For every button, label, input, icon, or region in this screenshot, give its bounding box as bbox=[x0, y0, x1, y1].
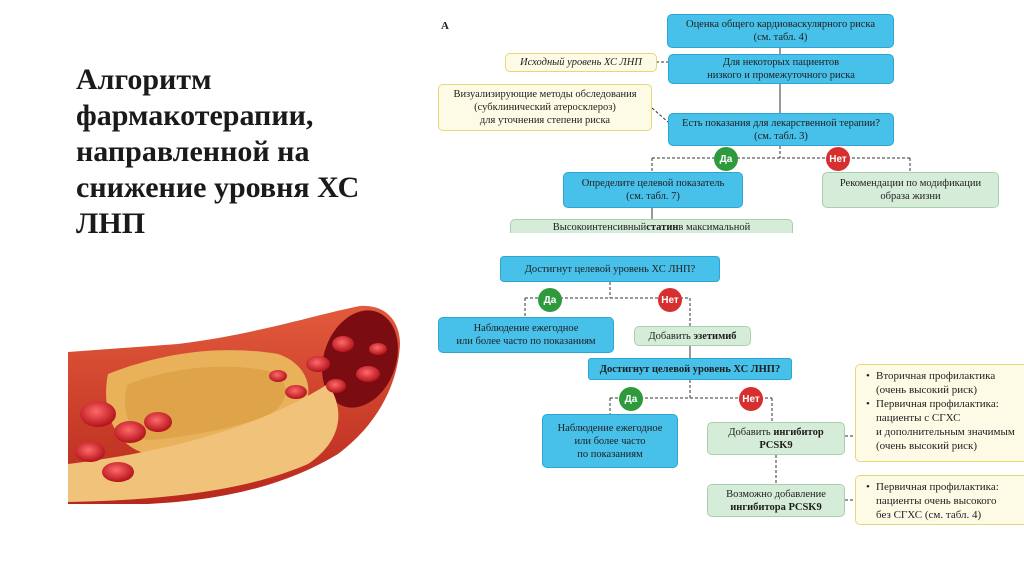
box-observe-2: Наблюдение ежегодное или более часто по … bbox=[542, 414, 678, 468]
figure-label: А bbox=[441, 20, 449, 32]
add-pcsk9-text-pre: Добавить bbox=[728, 426, 774, 438]
box-target-reached-2: Достигнут целевой уровень ХС ЛНП? bbox=[588, 358, 792, 380]
badge-no-2: Нет bbox=[658, 288, 682, 312]
box-some-patients: Для некоторых пациентов низкого и промеж… bbox=[668, 54, 894, 84]
add-ezetimibe-text-bold: эзетимиб bbox=[693, 330, 737, 342]
badge-no-3: Нет bbox=[739, 387, 763, 411]
note-primary-prevention: Первичная профилактика: пациенты очень в… bbox=[855, 475, 1024, 525]
box-add-ezetimibe: Добавить эзетимиб bbox=[634, 326, 751, 346]
box-possible-pcsk9: Возможно добавление ингибитора PCSK9 bbox=[707, 484, 845, 517]
possible-pcsk9-text-pre: Возможно добавление bbox=[726, 488, 826, 500]
add-pcsk9-text-bold: ингибитор PCSK9 bbox=[759, 426, 824, 451]
high-statin-text-bold: статин bbox=[646, 222, 679, 233]
slide-title: Алгоритм фармакотерапии, направленной на… bbox=[76, 63, 360, 240]
artery-illustration bbox=[68, 304, 400, 504]
box-lifestyle: Рекомендации по модификации образа жизни bbox=[822, 172, 999, 208]
box-define-target: Определите целевой показатель (см. табл.… bbox=[563, 172, 743, 208]
blood-cells bbox=[75, 336, 387, 482]
note1-item-1: Первичная профилактика: пациенты с СГХС … bbox=[866, 397, 1018, 453]
badge-no-1: Нет bbox=[826, 147, 850, 171]
box-target-reached-1: Достигнут целевой уровень ХС ЛНП? bbox=[500, 256, 720, 282]
add-ezetimibe-text-pre: Добавить bbox=[648, 330, 694, 342]
high-statin-text-post: в максимальной bbox=[678, 222, 751, 233]
note1-item-0: Вторичная профилактика (очень высокий ри… bbox=[866, 369, 1018, 397]
box-high-statin: Высокоинтенсивный статин в максимальной bbox=[510, 219, 793, 233]
note2-item-0: Первичная профилактика: пациенты очень в… bbox=[866, 480, 1018, 522]
box-drug-indications: Есть показания для лекарственной терапии… bbox=[668, 113, 894, 146]
box-add-pcsk9: Добавить ингибитор PCSK9 bbox=[707, 422, 845, 455]
box-baseline-ldl: Исходный уровень ХС ЛНП bbox=[505, 53, 657, 72]
box-imaging: Визуализирующие методы обследования (суб… bbox=[438, 84, 652, 131]
high-statin-text-pre: Высокоинтенсивный bbox=[552, 222, 647, 233]
badge-yes-1: Да bbox=[714, 147, 738, 171]
box-observe-1: Наблюдение ежегодное или более часто по … bbox=[438, 317, 614, 353]
possible-pcsk9-text-bold: ингибитора PCSK9 bbox=[730, 501, 822, 513]
box-risk-assessment: Оценка общего кардиоваскулярного риска (… bbox=[667, 14, 894, 48]
badge-yes-2: Да bbox=[538, 288, 562, 312]
note-secondary-prevention: Вторичная профилактика (очень высокий ри… bbox=[855, 364, 1024, 462]
inner-wall bbox=[68, 384, 339, 502]
badge-yes-3: Да bbox=[619, 387, 643, 411]
